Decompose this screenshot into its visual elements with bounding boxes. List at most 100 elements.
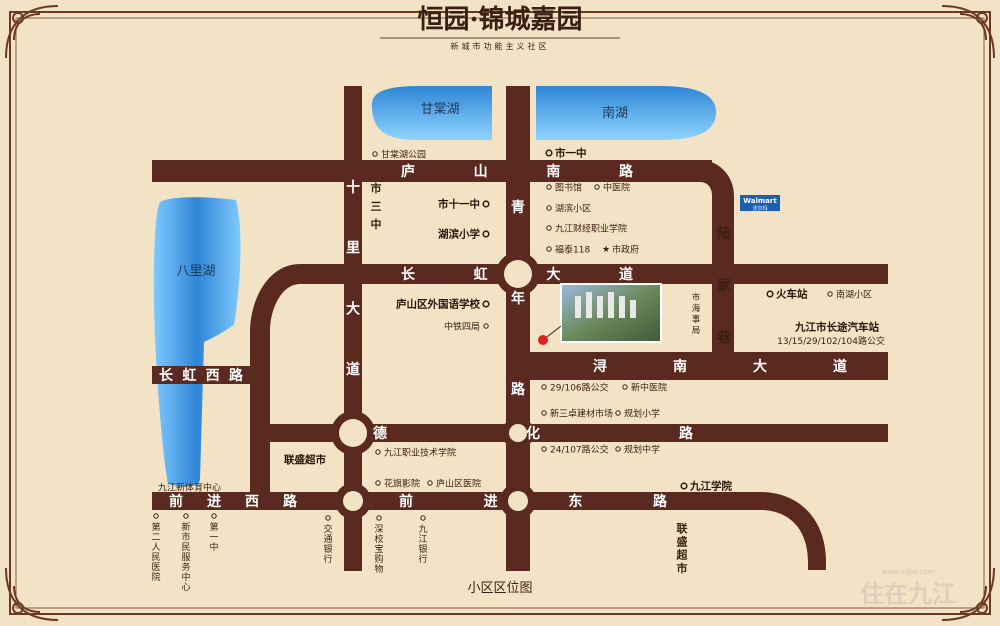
poi-foreign: 庐山区外国语学校 (396, 298, 490, 311)
poi-label: 九江财经职业学院 (555, 223, 627, 235)
bali-lake (153, 197, 241, 487)
poi-marker (376, 515, 382, 521)
poi-shiyizhong: 市十一中 (438, 198, 490, 211)
poi-marker (541, 410, 547, 416)
poi-marker (546, 225, 552, 231)
poi-tiyu: 九江新体育中心 (158, 482, 221, 494)
roundabouts (331, 252, 540, 519)
poi-marker (372, 151, 378, 157)
poi-caijing: 九江财经职业学院 (546, 223, 627, 235)
poi-label: 交通银行 (323, 523, 332, 565)
poi-gov: ★市政府 (602, 244, 639, 256)
poi-label: 29/106路公交 (550, 382, 609, 394)
nan-lake-label: 南湖 (602, 105, 628, 121)
poi-zhiye: 九江职业技术学院 (375, 447, 456, 459)
poi-yizhong-b: 第一中 (209, 513, 219, 553)
poi-label: 湖滨小区 (555, 203, 591, 215)
ganji-lake-label: 甘棠湖 (420, 102, 459, 117)
road-changhong-west (152, 366, 250, 384)
poi-label: 市十一中 (438, 198, 480, 211)
road-dehua (250, 424, 888, 442)
poi-label: 甘棠湖公园 (381, 149, 426, 161)
poi-marker (375, 449, 381, 455)
poi-label: 新市民服务中心 (181, 521, 190, 593)
poi-guihua-zhong: 规划中学 (615, 444, 660, 456)
decorative-frame (9, 11, 991, 615)
poi-marker (594, 184, 600, 190)
poi-lianshengshi: 联盛超市 (284, 453, 326, 466)
poi-layer: 甘棠湖公园市一中图书馆中医院湖滨小区九江财经职业学院福泰118★市政府市十一中湖… (151, 147, 885, 594)
poi-marker (482, 230, 490, 238)
poi-bus24: 24/107路公交 (541, 444, 609, 456)
poi-marker (546, 184, 552, 190)
poi-label: 花旗影院 (384, 478, 420, 490)
poi-label: 新三卓建材市场 (550, 408, 613, 420)
page-title: 恒园·锦城嘉园 (417, 4, 582, 35)
poi-marker (545, 149, 553, 157)
poi-label: 庐山区外国语学校 (396, 298, 480, 311)
road-lushan (152, 160, 712, 182)
watermark: www.zzjjw.com 住在九江 (860, 568, 956, 608)
road-label-dehua: 德化路 (373, 425, 694, 442)
poi-haishi: 市海事局 (692, 292, 701, 336)
poi-label: 庐山区医院 (436, 478, 481, 490)
poi-label: 湖滨小学 (438, 228, 480, 241)
walmart-badge: Walmart 沃尔玛 (740, 195, 780, 212)
poi-label: 规划小学 (624, 408, 660, 420)
poi-xinshi: 新市民服务中心 (181, 513, 191, 593)
road-label-qianjin-east: 前进东路 (399, 493, 668, 510)
poi-marker (766, 290, 774, 298)
road-label-changhong: 长虹大道 (401, 266, 633, 283)
road-labels: 庐山南路 长虹大道 浔南大道 德化路 前进西路 前进东路 长虹西路 青年路 十里… (159, 163, 847, 575)
poi-marker (615, 410, 621, 416)
poi-jiaotong: 交通银行 (323, 515, 333, 565)
poi-bus-station: 九江市长途汽车站 (794, 321, 879, 334)
road-label-lushan: 庐山南路 (401, 163, 634, 180)
poi-marker (827, 291, 833, 297)
map-caption: 小区区位图 (467, 581, 532, 596)
poi-label: 九江银行 (418, 524, 427, 565)
nan-lake (536, 86, 716, 140)
road-label-changhong-west: 长虹西路 (159, 367, 244, 384)
poi-hubinxiaoqu: 湖滨小区 (546, 203, 591, 215)
road-label-xunnan: 浔南大道 (593, 358, 847, 375)
bali-lake-label: 八里湖 (176, 264, 215, 279)
poi-marker (680, 482, 688, 490)
poi-zhongtie: 中铁四局 (444, 321, 489, 333)
poi-marker (420, 515, 426, 521)
poi-nanhu-xiaoqu: 南湖小区 (827, 289, 872, 301)
project-location-marker[interactable] (538, 335, 548, 345)
poi-label: 市一中 (555, 147, 587, 160)
poi-label: 24/107路公交 (550, 444, 609, 456)
road-label-lujiaxiang: 陆家巷 (716, 226, 732, 346)
poi-jiujiangxueyuan: 九江学院 (680, 480, 732, 493)
poi-xinzhong: 新中医院 (622, 382, 667, 394)
walmart-label: Walmart (743, 197, 777, 205)
road-qianjin (152, 492, 826, 570)
road-label-shilidadao: 十里大道 (346, 179, 360, 378)
poi-lianshengshi-vertical: 联盛超市 (676, 521, 689, 575)
poi-station: 火车站 (766, 288, 808, 301)
poi-label: 新中医院 (631, 382, 667, 394)
poi-marker (482, 200, 490, 208)
poi-label: 规划中学 (624, 444, 660, 456)
poi-marker (546, 246, 552, 252)
poi-marker (546, 205, 552, 211)
poi-label: 中医院 (603, 182, 630, 194)
poi-label: 九江职业技术学院 (384, 447, 456, 459)
corner-ornament-top-right (941, 5, 995, 59)
poi-shenxiao: 深校宝购物 (374, 515, 384, 575)
poi-marker (482, 300, 490, 308)
poi-guihua-xiao: 规划小学 (615, 408, 660, 420)
ganji-lake (371, 86, 492, 140)
poi-jjbank: 九江银行 (418, 515, 428, 565)
poi-marker (183, 513, 189, 519)
poi-label: 图书馆 (555, 182, 582, 194)
poi-label: 中铁四局 (444, 321, 480, 333)
poi-library: 图书馆 (546, 182, 582, 194)
poi-label: 第一中 (209, 521, 218, 553)
corner-ornament-top-left (5, 5, 59, 59)
poi-label: 九江新体育中心 (158, 482, 221, 494)
